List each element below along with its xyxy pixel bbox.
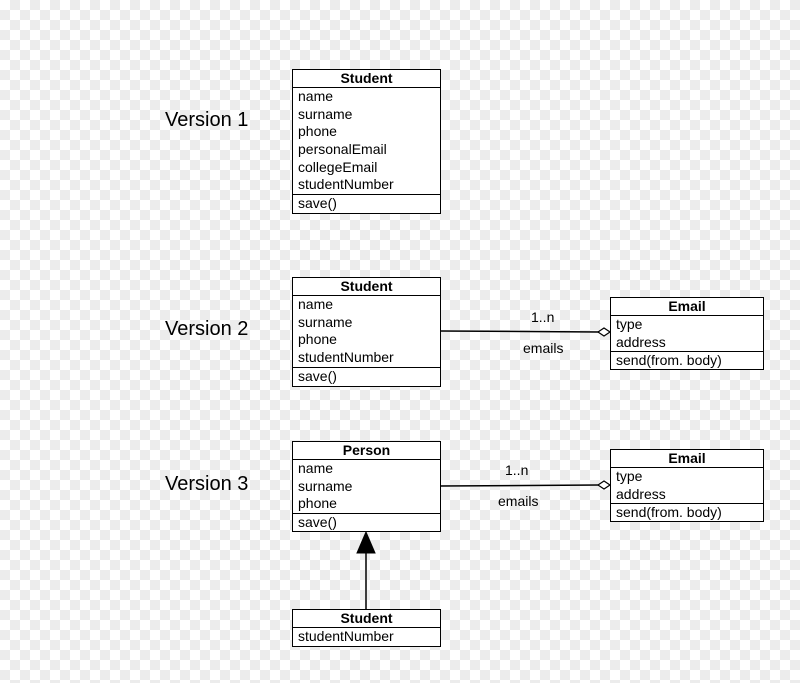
attribute-list: type address — [611, 468, 763, 505]
v3-role-label: emails — [498, 493, 539, 509]
attribute: type — [616, 468, 643, 484]
attribute: collegeEmail — [298, 158, 378, 175]
attribute: phone — [298, 495, 337, 512]
attribute-list: type address — [611, 316, 763, 353]
method: send(from. body) — [616, 352, 722, 369]
attribute-list: name surname phone — [293, 460, 440, 515]
method: save() — [298, 514, 337, 531]
v2-student-class: Student name surname phone studentNumber… — [292, 277, 441, 387]
v3-multiplicity: 1..n — [505, 462, 529, 478]
attribute-list: studentNumber — [293, 628, 440, 646]
attribute-list: name surname phone personalEmail college… — [293, 88, 440, 196]
attribute: personalEmail — [298, 141, 387, 158]
class-title: Student — [293, 70, 440, 88]
class-title: Email — [611, 450, 763, 468]
method: save() — [298, 195, 337, 212]
v2-aggregation-diamond — [596, 327, 612, 337]
attribute-list: name surname phone studentNumber — [293, 296, 440, 368]
attribute: studentNumber — [298, 349, 394, 366]
class-title: Student — [293, 278, 440, 296]
attribute: phone — [298, 331, 337, 348]
attribute: surname — [298, 477, 353, 494]
v3-person-class: Person name surname phone save() — [292, 441, 441, 532]
attribute: surname — [298, 105, 353, 122]
v3-student-class: Student studentNumber — [292, 609, 441, 647]
v3-aggregation-diamond — [596, 480, 612, 490]
attribute: type — [616, 316, 643, 332]
attribute: studentNumber — [298, 176, 394, 193]
method-list: save() — [293, 368, 440, 386]
attribute: name — [298, 88, 334, 104]
version-1-label: Version 1 — [165, 109, 249, 131]
v1-student-class: Student name surname phone personalEmail… — [292, 69, 441, 214]
class-title: Person — [293, 442, 440, 460]
attribute: name — [298, 296, 334, 312]
class-title: Email — [611, 298, 763, 316]
attribute: name — [298, 460, 334, 476]
v2-role-label: emails — [523, 340, 564, 356]
method: send(from. body) — [616, 504, 722, 521]
v2-association-line — [439, 330, 600, 333]
class-title: Student — [293, 610, 440, 628]
attribute: phone — [298, 123, 337, 140]
version-3-label: Version 3 — [165, 473, 249, 495]
method-list: save() — [293, 195, 440, 213]
v3-email-class: Email type address send(from. body) — [610, 449, 764, 522]
attribute: surname — [298, 313, 353, 330]
inheritance-arrow-head — [356, 530, 376, 554]
method-list: save() — [293, 514, 440, 532]
v2-multiplicity: 1..n — [531, 309, 555, 325]
method: save() — [298, 367, 337, 384]
version-2-label: Version 2 — [165, 318, 249, 340]
attribute: address — [616, 485, 666, 502]
method-list: send(from. body) — [611, 504, 763, 522]
method-list: send(from. body) — [611, 352, 763, 370]
attribute: address — [616, 333, 666, 350]
v3-association-line — [439, 484, 600, 487]
attribute: studentNumber — [298, 628, 394, 644]
v2-email-class: Email type address send(from. body) — [610, 297, 764, 370]
